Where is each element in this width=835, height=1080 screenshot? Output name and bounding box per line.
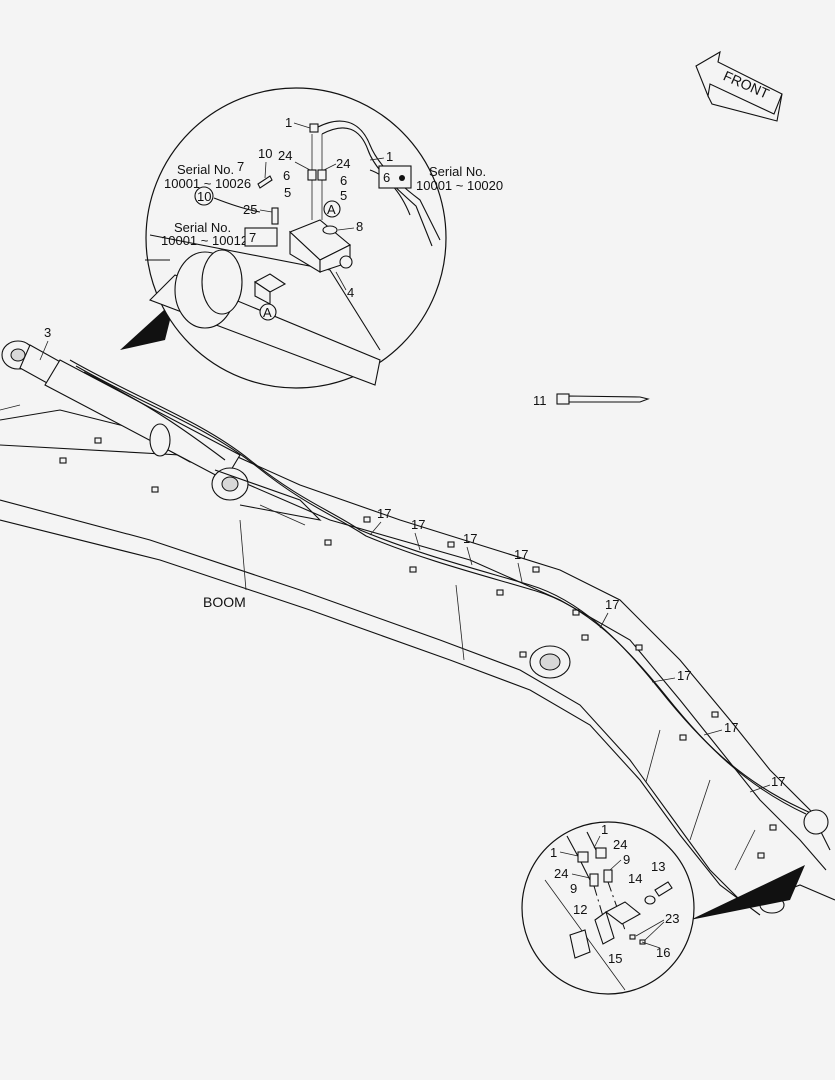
serial-2-range: 10001 ~ 10012 (161, 233, 248, 248)
boom-label: BOOM (203, 594, 246, 610)
callout-1: 1 (550, 845, 557, 860)
callout-1: 1 (285, 115, 292, 130)
callout-17: 17 (724, 720, 738, 735)
callout-24: 24 (278, 148, 292, 163)
boxed-6: 6 (383, 170, 390, 185)
callout-6: 6 (340, 173, 347, 188)
callout-1: 1 (601, 822, 608, 837)
cable-tie: 11 (533, 393, 650, 408)
callout-24: 24 (554, 866, 568, 881)
callout-25: 25 (243, 202, 257, 217)
callout-17: 17 (605, 597, 619, 612)
boom-brackets (59, 437, 777, 859)
callout-23: 23 (665, 911, 679, 926)
callout-17: 17 (463, 531, 477, 546)
callout-1: 1 (386, 149, 393, 164)
callout-6: 6 (283, 168, 290, 183)
main-callouts: 3 17 17 17 17 17 17 17 17 (39, 325, 785, 793)
boxed-7: 7 (249, 230, 256, 245)
callout-24: 24 (613, 837, 627, 852)
front-arrow: FRONT (695, 50, 783, 122)
serial-3-range: 10001 ~ 10020 (416, 178, 503, 193)
serial-1-title: Serial No. (177, 162, 234, 177)
callout-4: 4 (347, 285, 354, 300)
callout-7: 7 (237, 159, 244, 174)
callout-17: 17 (377, 506, 391, 521)
callout-3: 3 (44, 325, 51, 340)
callout-9: 9 (570, 881, 577, 896)
callout-24: 24 (336, 156, 350, 171)
callout-17: 17 (677, 668, 691, 683)
callout-10: 10 (258, 146, 272, 161)
serial-3-title: Serial No. (429, 164, 486, 179)
callout-12: 12 (573, 902, 587, 917)
boom-cylinder (0, 340, 322, 526)
callout-17: 17 (411, 517, 425, 532)
callout-17: 17 (771, 774, 785, 789)
callout-17: 17 (514, 547, 528, 562)
serial-2-title: Serial No. (174, 220, 231, 235)
detail-bottom-callouts: 1 1 24 24 9 9 13 14 12 23 16 15 (550, 822, 679, 966)
detail-top-callouts: 1 1 24 24 6 6 5 5 7 10 25 8 4 (237, 115, 393, 300)
callout-5: 5 (340, 188, 347, 203)
callout-5: 5 (284, 185, 291, 200)
circled-10: 10 (197, 189, 211, 204)
marker-a: A (327, 202, 336, 217)
callout-8: 8 (356, 219, 363, 234)
callout-16: 16 (656, 945, 670, 960)
callout-9: 9 (623, 852, 630, 867)
callout-15: 15 (608, 951, 622, 966)
hose-lines (69, 359, 816, 816)
detail-bottom: 1 1 24 24 9 9 13 14 12 23 16 15 (521, 809, 829, 995)
boom-body (0, 409, 835, 916)
marker-a-2: A (263, 305, 272, 320)
callout-11: 11 (533, 393, 547, 408)
callout-13: 13 (651, 859, 665, 874)
detail-top: Serial No. 10001 ~ 10026 Serial No. 1000… (120, 87, 503, 389)
serial-1-range: 10001 ~ 10026 (164, 176, 251, 191)
callout-14: 14 (628, 871, 642, 886)
